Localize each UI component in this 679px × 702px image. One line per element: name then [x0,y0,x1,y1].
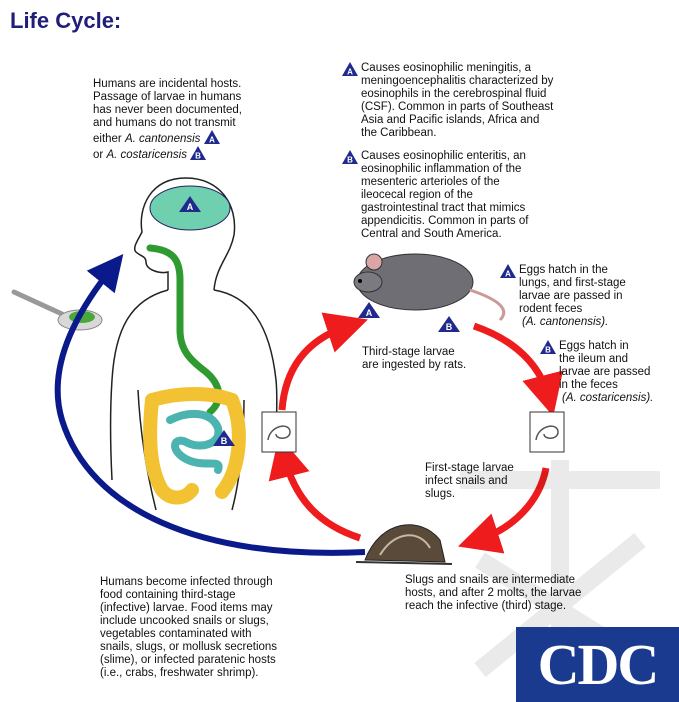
badge-a-icon: A [204,130,220,144]
svg-text:A: A [209,136,215,145]
cdc-logo: CDC [516,627,679,702]
note-b: B Causes eosinophilic enteritis, an eosi… [342,150,528,241]
badge-b-icon: B [342,150,358,164]
larva-box-right [530,412,564,452]
humans-incidental-note: Humans are incidental hosts. Passage of … [93,78,242,162]
badge-a-icon: A [500,264,516,278]
badge-rat-a: A [358,302,380,318]
rat [354,254,504,320]
svg-text:B: B [195,152,201,161]
svg-text:B: B [221,436,228,446]
badge-a-icon: A [342,62,358,76]
humans-note-line-1: Humans are incidental hosts. [93,78,242,91]
note-a: A Causes eosinophilic meningitis, a meni… [342,62,553,140]
svg-text:B: B [347,156,353,165]
third-stage-note: Third-stage larvae are ingested by rats. [362,346,466,372]
svg-text:A: A [347,68,353,77]
humans-note-line-4: and humans do not transmit [93,117,242,130]
svg-text:B: B [545,346,551,355]
badge-b-icon: B [190,146,206,160]
svg-text:B: B [446,322,453,332]
badge-b-icon: B [540,340,556,354]
snails-note: Slugs and snails are intermediate hosts,… [405,574,581,613]
humans-note-line-2: Passage of larvae in humans [93,91,242,104]
humans-note-either: either [93,133,122,145]
svg-text:A: A [187,202,194,212]
badge-rat-b: B [438,316,460,332]
rat-note-b: B Eggs hatch in the ileum and larvae are… [540,340,653,405]
species-b-name: A. costaricensis [106,149,187,161]
larva-box-left [262,412,296,452]
rat-note-b-species: (A. costaricensis). [562,392,653,404]
rat-note-a-text: Eggs hatch in the lungs, and first-stage… [519,264,626,316]
digestive-tract [150,248,239,498]
snail [356,525,452,564]
species-a-name: A. cantonensis [125,133,200,145]
rat-note-a: A Eggs hatch in the lungs, and first-sta… [500,264,626,329]
rat-note-b-text: Eggs hatch in the ileum and larvae are p… [559,340,653,392]
note-b-text: Causes eosinophilic enteritis, an eosino… [361,150,528,241]
humans-note-line-3: has never been documented, [93,104,242,117]
first-stage-note: First-stage larvae infect snails and slu… [425,462,514,501]
humans-infected-note: Humans become infected through food cont… [100,576,277,680]
svg-text:A: A [366,308,373,318]
note-a-text: Causes eosinophilic meningitis, a mening… [361,62,553,140]
humans-note-or: or [93,149,103,161]
rat-note-a-species: (A. cantonensis). [522,316,608,328]
svg-text:A: A [505,270,511,279]
